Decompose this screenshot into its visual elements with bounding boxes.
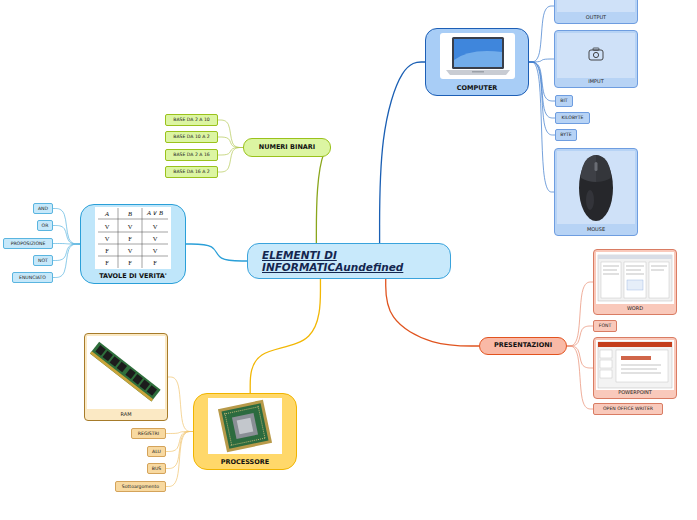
subtopic: BUS: [147, 463, 166, 474]
topic-label: AND: [38, 206, 48, 211]
topic-label: OR: [42, 223, 49, 228]
image-subtopic: WORD: [593, 249, 677, 315]
subtopic: ENUNCIATO: [12, 272, 53, 283]
subtopic: PROPOSIZIONE: [3, 238, 53, 249]
main-topic: TAVOLE DI VERITA': [80, 204, 186, 284]
topic-label: Sottoargomento: [122, 484, 159, 489]
branch-connector: [529, 6, 554, 62]
branch-connector: [529, 62, 555, 135]
output-image: [557, 0, 635, 12]
topic-label: BASE DA 10 A 2: [173, 134, 209, 139]
topic-label: POWERPOINT: [618, 390, 652, 396]
branch-connector: [567, 282, 593, 346]
ram-image: [87, 336, 165, 409]
branch-connector: [250, 279, 320, 393]
subtopic: OR: [37, 220, 53, 231]
subtopic: NOT: [33, 255, 53, 266]
topic-label: BUS: [152, 466, 161, 471]
topic-label: ALU: [152, 449, 161, 454]
subtopic: BYTE: [555, 129, 577, 141]
image-subtopic: MOUSE: [554, 148, 638, 236]
subtopic: AND: [33, 203, 53, 214]
topic-label: WORD: [627, 306, 643, 312]
branch-connector: [53, 244, 80, 278]
topic-label: PROCESSORE: [221, 459, 270, 466]
topic-label: KILOBYTE: [562, 115, 584, 120]
topic-label: OPEN OFFICE WRITER: [603, 406, 653, 411]
topic-label: MOUSE: [587, 227, 605, 233]
central-title: ELEMENTI DI INFORMATICAundefined: [262, 249, 412, 273]
central-topic: ELEMENTI DI INFORMATICAundefined: [247, 243, 451, 279]
subtopic: BASE DA 2 A 16: [165, 149, 218, 161]
word-screenshot: [596, 252, 674, 304]
image-subtopic: RAM: [84, 333, 168, 421]
branch-connector: [529, 59, 554, 62]
branch-connector: [53, 209, 80, 245]
topic-label: BASE DA 2 A 16: [173, 152, 209, 157]
topic-label: NOT: [38, 258, 48, 263]
topic-label: BYTE: [560, 132, 571, 137]
main-topic: NUMERI BINARI: [243, 138, 331, 157]
branch-connector: [386, 279, 479, 346]
mouse-image: [557, 151, 635, 224]
truth-table-grid: [95, 207, 171, 269]
subtopic: BASE DA 10 A 2: [165, 131, 218, 143]
topic-label: BASE DA 2 A 10: [173, 117, 209, 122]
main-topic: COMPUTER: [425, 28, 529, 96]
camera-icon: [557, 33, 635, 78]
branch-connector: [53, 226, 80, 245]
branch-connector: [218, 120, 243, 148]
branch-connector: [316, 148, 331, 244]
subtopic: Sottoargomento: [115, 481, 166, 492]
topic-label: RAM: [120, 412, 131, 418]
subtopic: BASE DA 2 A 10: [165, 114, 218, 126]
topic-label: IMPUT: [588, 79, 604, 85]
branch-connector: [186, 244, 247, 261]
image-subtopic: IMPUT: [554, 30, 638, 88]
branch-connector: [166, 432, 193, 487]
branch-connector: [218, 148, 243, 156]
subtopic: OPEN OFFICE WRITER: [593, 403, 663, 415]
subtopic: ALU: [147, 446, 166, 457]
topic-label: OUTPUT: [586, 15, 606, 21]
subtopic: REGISTRI: [131, 428, 166, 439]
topic-label: BIT: [560, 98, 567, 103]
topic-label: NUMERI BINARI: [259, 144, 316, 151]
subtopic: FONT: [593, 320, 617, 332]
subtopic: BASE DA 16 A 2: [165, 166, 218, 178]
main-topic: PROCESSORE: [193, 393, 297, 470]
branch-connector: [529, 62, 554, 192]
image-subtopic: OUTPUT: [554, 0, 638, 24]
branch-connector: [567, 326, 593, 346]
main-topic: PRESENTAZIONI: [479, 337, 567, 355]
branch-connector: [529, 62, 555, 118]
subtopic: BIT: [555, 95, 573, 107]
branch-connector: [567, 346, 593, 368]
topic-label: COMPUTER: [457, 85, 498, 92]
subtopic: KILOBYTE: [555, 112, 590, 124]
branch-connector: [168, 377, 193, 432]
branch-connector: [380, 62, 425, 243]
topic-label: TAVOLE DI VERITA': [99, 273, 167, 280]
branch-connector: [567, 346, 593, 409]
image-subtopic: POWERPOINT: [593, 337, 677, 399]
branch-connector: [218, 137, 243, 148]
powerpoint-screenshot: [596, 340, 674, 390]
topic-label: PROPOSIZIONE: [11, 241, 46, 246]
topic-label: BASE DA 16 A 2: [173, 169, 209, 174]
topic-label: ENUNCIATO: [19, 275, 46, 280]
branch-connector: [53, 244, 80, 261]
laptop-image: [440, 33, 515, 79]
topic-label: PRESENTAZIONI: [494, 342, 552, 349]
branch-connector: [218, 148, 243, 173]
cpu-image: [208, 398, 282, 454]
topic-label: FONT: [599, 323, 612, 328]
topic-label: REGISTRI: [138, 431, 159, 436]
